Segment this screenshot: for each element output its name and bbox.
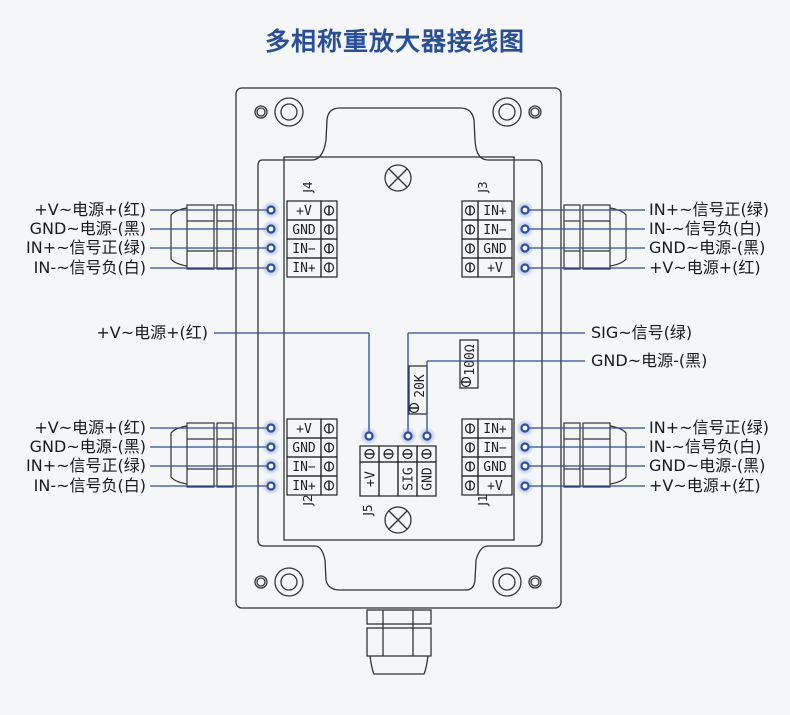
terminal-dot (520, 481, 530, 491)
mount-hole-tr (492, 97, 522, 127)
cable-gland-bottom (366, 609, 432, 675)
pin-label-j4: IN+ (292, 261, 316, 276)
pin-label-j5: SIG (402, 467, 417, 491)
pin-label-j3: IN+ (483, 204, 507, 219)
pin-cell (416, 461, 437, 497)
screw-cell (461, 475, 479, 496)
cable-gland (170, 422, 234, 488)
pin-cell (378, 461, 399, 497)
cable-gland (563, 422, 627, 488)
label-output-gnd: GND~电源-(黑) (591, 351, 708, 370)
terminal-dot (520, 224, 530, 234)
pcb-board (283, 156, 515, 541)
terminal-dot (520, 461, 530, 471)
cross-mark-icon (384, 164, 412, 192)
terminal-dot (266, 224, 276, 234)
mount-hole-tl (274, 97, 304, 127)
label-output-vplus: +V~电源+(红) (96, 323, 208, 342)
label-right-bottom: +V~电源+(红) (649, 476, 761, 495)
pin-label-j1: IN− (483, 441, 507, 456)
terminal-dot (403, 431, 413, 441)
terminal-dot (520, 243, 530, 253)
pin-label-j2: GND (292, 441, 316, 456)
terminal-dot (520, 423, 530, 433)
label-right-bottom: IN-~信号负(白) (649, 437, 762, 456)
pin-label-j3: GND (483, 242, 507, 257)
label-right-top: IN-~信号负(白) (649, 219, 762, 238)
pin-label-j4: IN− (292, 242, 316, 257)
pin-label-j3: +V (487, 261, 503, 276)
pin-label-j1: +V (487, 479, 503, 494)
label-left-top: GND~电源-(黑) (29, 219, 146, 238)
label-left-top: +V~电源+(红) (34, 200, 146, 219)
terminal-dot (520, 205, 530, 215)
screw-cell (461, 257, 479, 278)
label-right-top: IN+~信号正(绿) (649, 200, 769, 219)
terminal-dot (520, 442, 530, 452)
pin-label-j2: IN− (292, 460, 316, 475)
connector-label: J2 (301, 494, 315, 506)
connector-label: J1 (476, 494, 490, 506)
terminal-dot (266, 481, 276, 491)
cable-gland (170, 204, 234, 270)
resistor-100 (459, 339, 479, 389)
label-left-bottom: GND~电源-(黑) (29, 437, 146, 456)
terminal-dot (266, 442, 276, 452)
label-right-top: +V~电源+(红) (649, 258, 761, 277)
pin-label-j4: GND (292, 223, 316, 238)
label-output-sig: SIG~信号(绿) (591, 323, 693, 342)
terminal-dot (266, 243, 276, 253)
enclosure-outer (235, 87, 562, 609)
resistor-20k-label: 20K (413, 374, 428, 398)
screw-cell (320, 475, 338, 496)
pin-label-j3: IN− (483, 223, 507, 238)
diagram-title: 多相称重放大器接线图 (264, 27, 525, 56)
pin-label-j4: +V (296, 204, 312, 219)
mount-hole-bl (274, 567, 304, 597)
terminal-dot (266, 423, 276, 433)
pin-label-j5: GND (421, 467, 436, 491)
mount-hole-br (492, 567, 522, 597)
label-right-top: GND~电源-(黑) (649, 238, 766, 257)
terminal-dot (266, 461, 276, 471)
pin-label-j2: +V (296, 422, 312, 437)
terminal-dot (266, 205, 276, 215)
connector-label: J3 (476, 181, 490, 193)
label-left-top: IN+~信号正(绿) (26, 238, 146, 257)
screw-cell (320, 257, 338, 278)
label-right-bottom: GND~电源-(黑) (649, 456, 766, 475)
label-left-top: IN-~信号负(白) (33, 258, 146, 277)
cross-mark-icon (384, 506, 412, 534)
label-right-bottom: IN+~信号正(绿) (649, 418, 769, 437)
terminal-dot (364, 431, 374, 441)
resistor-100-label: 100Ω (463, 344, 478, 375)
terminal-dot (266, 263, 276, 273)
pin-label-j5: +V (364, 471, 379, 487)
connector-label: J4 (301, 181, 315, 193)
pin-label-j1: GND (483, 460, 507, 475)
cable-gland (563, 204, 627, 270)
connector-label: J5 (361, 504, 375, 516)
label-left-bottom: IN+~信号正(绿) (26, 456, 146, 475)
terminal-dot (422, 431, 432, 441)
enclosure-inner (257, 107, 543, 591)
pin-label-j1: IN+ (483, 422, 507, 437)
label-left-bottom: +V~电源+(红) (34, 418, 146, 437)
pin-label-j2: IN+ (292, 479, 316, 494)
terminal-dot (520, 263, 530, 273)
label-left-bottom: IN-~信号负(白) (33, 476, 146, 495)
